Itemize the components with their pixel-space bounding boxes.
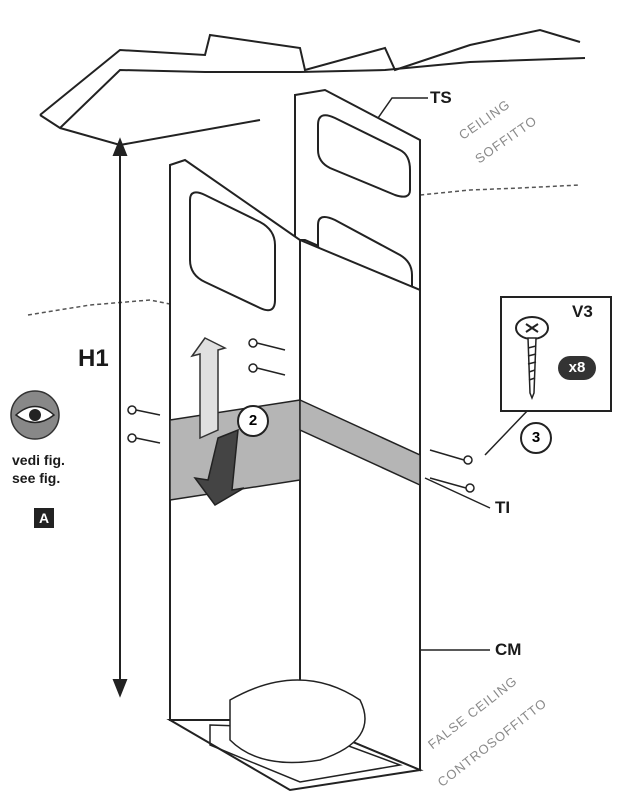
h1-dimension-line <box>112 137 128 698</box>
lower-chimney-cm <box>166 158 424 792</box>
label-v3: V3 <box>572 302 593 321</box>
see-fig-it: vedi fig. <box>12 452 65 468</box>
eye-icon <box>10 390 60 440</box>
fig-ref-badge: A <box>34 508 54 528</box>
label-ts: TS <box>430 88 452 107</box>
screw-v3-box: V3 x8 <box>500 296 612 412</box>
screw-icon <box>127 338 475 493</box>
label-h1: H1 <box>78 345 109 372</box>
step-2-circle: 2 <box>237 405 269 437</box>
screw-icon <box>515 316 549 401</box>
see-fig-en: see fig. <box>12 470 61 486</box>
label-ti: TI <box>495 498 511 517</box>
step-3-circle: 3 <box>520 422 552 454</box>
quantity-badge: x8 <box>558 356 596 380</box>
leader-lines <box>377 97 531 651</box>
up-down-arrow-icon <box>190 337 245 506</box>
label-cm: CM <box>495 640 522 659</box>
